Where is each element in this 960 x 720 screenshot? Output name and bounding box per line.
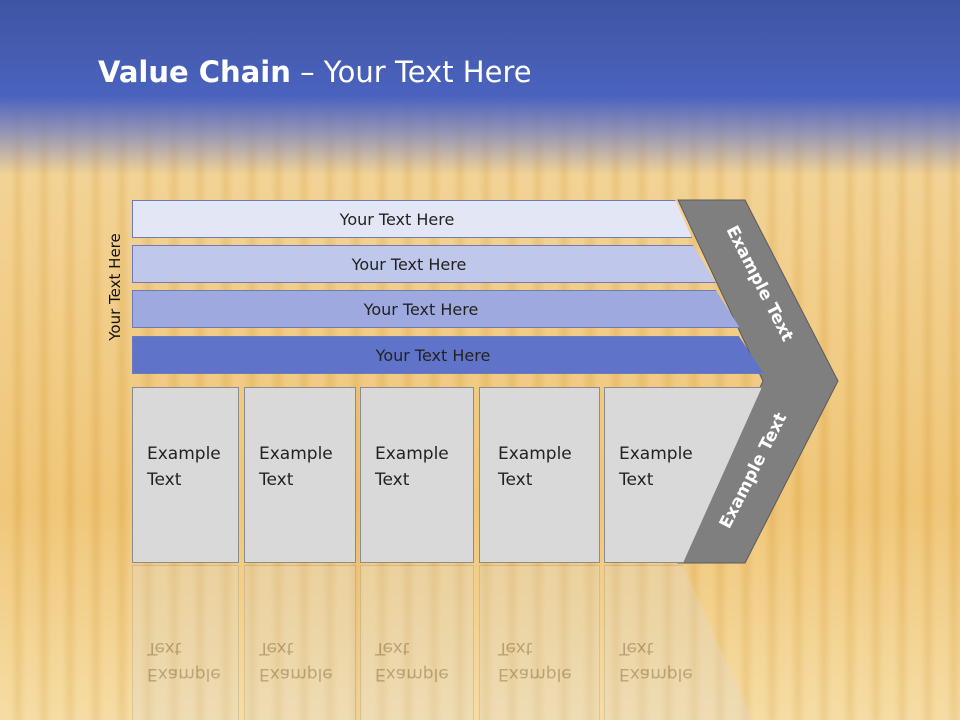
activity-box-3-line1: Example <box>375 444 449 464</box>
value-bar-1[interactable]: Your Text Here <box>132 200 692 238</box>
activity-box-4-line1: Example <box>498 444 572 464</box>
activity-box-3-line2: Text <box>375 470 410 490</box>
value-bar-2[interactable]: Your Text Here <box>132 245 716 283</box>
value-bar-3-label: Your Text Here <box>363 299 479 319</box>
value-bar-1-label: Your Text Here <box>339 209 455 229</box>
activity-box-1-line1: Example <box>147 444 221 464</box>
activity-box-4-line2: Text <box>498 470 533 490</box>
title-rest: – Your Text Here <box>290 55 532 89</box>
activity-box-1-line2: Text <box>147 470 182 490</box>
value-bar-3[interactable]: Your Text Here <box>132 290 740 328</box>
slide-title: Value Chain – Your Text Here <box>98 55 532 89</box>
activity-box-5-line2: Text <box>619 470 654 490</box>
activity-box-2-line2: Text <box>259 470 294 490</box>
value-bar-2-label: Your Text Here <box>351 254 467 274</box>
value-bar-4[interactable]: Your Text Here <box>132 336 764 374</box>
header-band <box>0 0 960 175</box>
value-bar-4-label: Your Text Here <box>375 345 491 365</box>
title-bold: Value Chain <box>98 55 291 89</box>
activity-box-2-line1: Example <box>259 444 333 464</box>
activity-box-5-line1: Example <box>619 444 693 464</box>
